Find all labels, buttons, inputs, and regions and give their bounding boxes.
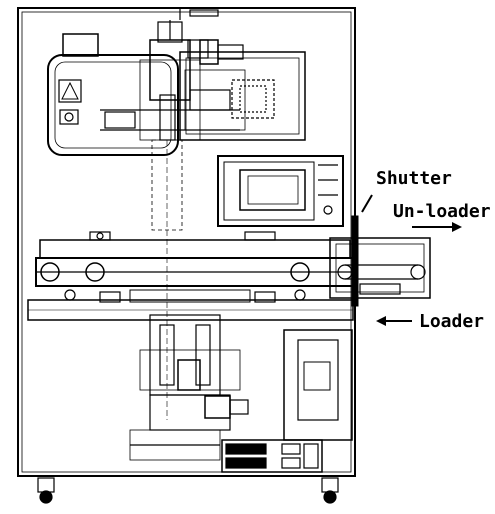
monitor-panel bbox=[217, 155, 344, 227]
door-window bbox=[297, 339, 339, 421]
warning-panel bbox=[58, 79, 82, 103]
logo-plate bbox=[59, 109, 79, 125]
loader-arrow-icon bbox=[376, 316, 412, 326]
monitor-screen bbox=[239, 169, 306, 211]
unloader-label: Un-loader bbox=[393, 201, 491, 222]
warning-triangle-icon bbox=[61, 81, 79, 100]
conveyor-roller-right bbox=[290, 262, 310, 282]
cabinet-inner-frame bbox=[21, 11, 352, 473]
caster-left bbox=[37, 477, 55, 493]
conveyor-roller-left bbox=[40, 262, 60, 282]
control-box bbox=[221, 439, 323, 473]
loader-unloader-module bbox=[329, 237, 431, 299]
shutter-label: Shutter bbox=[376, 168, 452, 189]
upper-head-housing bbox=[47, 54, 179, 156]
upper-actuator bbox=[149, 39, 191, 101]
shutter-pointer-icon bbox=[361, 194, 373, 213]
top-cap bbox=[189, 9, 219, 17]
conveyor-roller-middle bbox=[85, 262, 105, 282]
loader-label: Loader bbox=[419, 311, 485, 332]
unloader-arrow-icon bbox=[412, 222, 462, 232]
shutter-plate bbox=[351, 215, 359, 307]
upper-control-panel bbox=[179, 51, 306, 141]
upper-motor-box bbox=[62, 33, 99, 57]
conveyor-frame bbox=[39, 239, 351, 259]
lower-cabinet-door bbox=[283, 329, 353, 441]
lower-cylinder bbox=[204, 395, 231, 419]
caster-right bbox=[321, 477, 339, 493]
